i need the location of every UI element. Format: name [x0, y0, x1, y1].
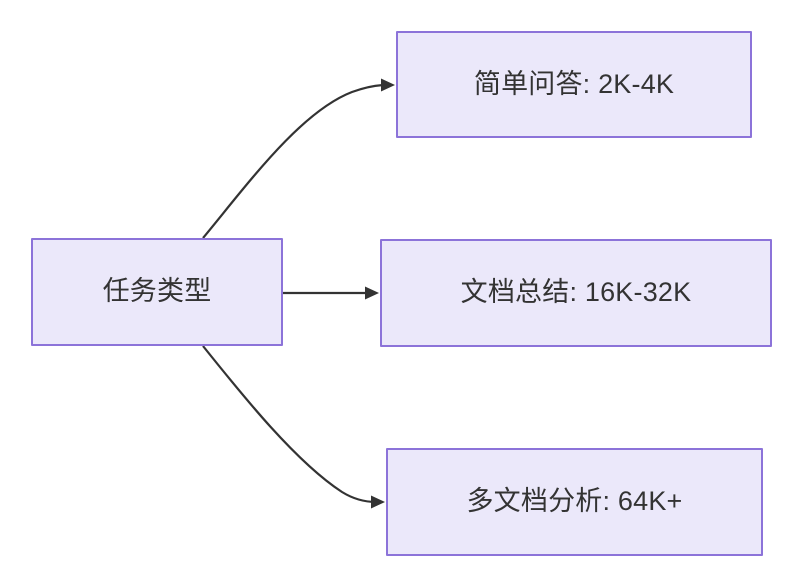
- edge-root-to-doc-sum-arrowhead: [365, 286, 379, 300]
- edge-root-to-simple-qa-arrowhead: [381, 78, 395, 92]
- node-simple-qa-label: 简单问答: 2K-4K: [473, 68, 675, 99]
- node-simple-qa[interactable]: 简单问答: 2K-4K: [396, 31, 752, 138]
- edge-root-to-simple-qa: [202, 78, 395, 239]
- node-root-label: 任务类型: [102, 276, 212, 307]
- edge-root-to-multi-doc: [202, 345, 385, 509]
- node-doc-sum[interactable]: 文档总结: 16K-32K: [380, 239, 772, 347]
- node-root[interactable]: 任务类型: [31, 238, 283, 346]
- edge-root-to-simple-qa-path: [202, 83, 387, 239]
- node-multi-doc[interactable]: 多文档分析: 64K+: [386, 448, 763, 556]
- node-doc-sum-label: 文档总结: 16K-32K: [460, 277, 692, 308]
- edge-root-to-doc-sum: [283, 286, 379, 300]
- edge-root-to-multi-doc-path: [202, 345, 377, 504]
- edge-root-to-multi-doc-arrowhead: [371, 495, 385, 509]
- node-multi-doc-label: 多文档分析: 64K+: [466, 486, 683, 517]
